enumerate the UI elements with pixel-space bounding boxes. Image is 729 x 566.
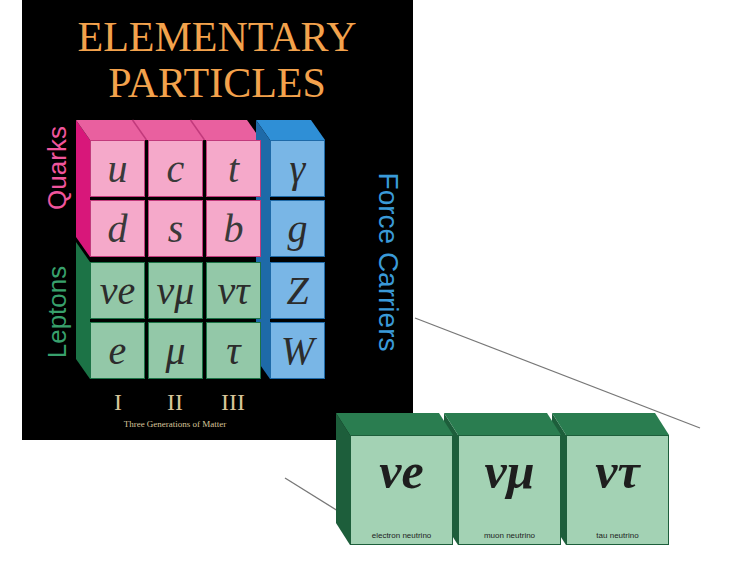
generation-numeral: III (221, 390, 245, 414)
particle-name: electron neutrino (372, 532, 432, 540)
particle-symbol: Z (286, 271, 308, 311)
particle-cell: d (90, 200, 145, 257)
particle-cell: γ (270, 140, 325, 197)
particle-symbol: g (288, 209, 308, 249)
particle-symbol: d (108, 209, 128, 249)
diagram-title: ELEMENTARY PARTICLES (47, 14, 387, 106)
particle-cell: νe (90, 262, 145, 319)
group-label: Leptons (44, 266, 70, 359)
leader-line (285, 478, 338, 511)
particle-name: muon neutrino (484, 532, 535, 540)
particle-cell: b (206, 200, 261, 257)
cube-edge (133, 120, 147, 140)
particle-symbol: νμ (157, 271, 195, 311)
particle-symbol: νμ (485, 446, 535, 496)
cube-top (444, 413, 561, 435)
particle-symbol: νe (100, 271, 136, 311)
cube-side (76, 120, 90, 257)
particle-name: tau neutrino (596, 532, 638, 540)
particle-cell: g (270, 200, 325, 257)
particle-cell: s (148, 200, 203, 257)
cube-top (336, 413, 453, 435)
cube-top (76, 120, 261, 140)
particle-cell: u (90, 140, 145, 197)
group-label: Quarks (44, 126, 70, 210)
particle-symbol: c (167, 149, 185, 189)
particle-symbol: b (224, 209, 244, 249)
generations-caption: Three Generations of Matter (124, 420, 227, 429)
particle-symbol: W (281, 331, 314, 371)
particle-cell: W (270, 322, 325, 379)
cube-side (336, 413, 350, 545)
zoomed-neutrino-cube: νμ muon neutrino (458, 435, 561, 545)
leader-line (415, 318, 700, 428)
particle-cell: c (148, 140, 203, 197)
particle-cell: μ (148, 322, 203, 379)
particle-symbol: e (109, 331, 127, 371)
cube-side (76, 242, 90, 379)
particle-cell: t (206, 140, 261, 197)
particle-symbol: τ (226, 331, 240, 371)
generation-numeral: I (114, 390, 122, 414)
black-panel (22, 0, 413, 440)
particle-symbol: ντ (595, 446, 639, 496)
particle-cell: e (90, 322, 145, 379)
zoomed-neutrino-cube: ντ tau neutrino (566, 435, 669, 545)
particle-symbol: μ (165, 331, 185, 371)
particle-symbol: γ (290, 149, 306, 189)
particle-cell: νμ (148, 262, 203, 319)
group-label: Force Carriers (374, 173, 402, 352)
generation-numeral: II (167, 390, 183, 414)
particle-symbol: u (108, 149, 128, 189)
zoomed-neutrino-cube: νe electron neutrino (350, 435, 453, 545)
particle-symbol: νe (379, 446, 423, 496)
particle-symbol: t (228, 149, 239, 189)
particle-cell: τ (206, 322, 261, 379)
particle-symbol: ντ (217, 271, 249, 311)
cube-top (552, 413, 669, 435)
particle-symbol: s (168, 209, 184, 249)
particle-cell: Z (270, 262, 325, 319)
cube-edge (191, 120, 205, 140)
particle-cell: ντ (206, 262, 261, 319)
